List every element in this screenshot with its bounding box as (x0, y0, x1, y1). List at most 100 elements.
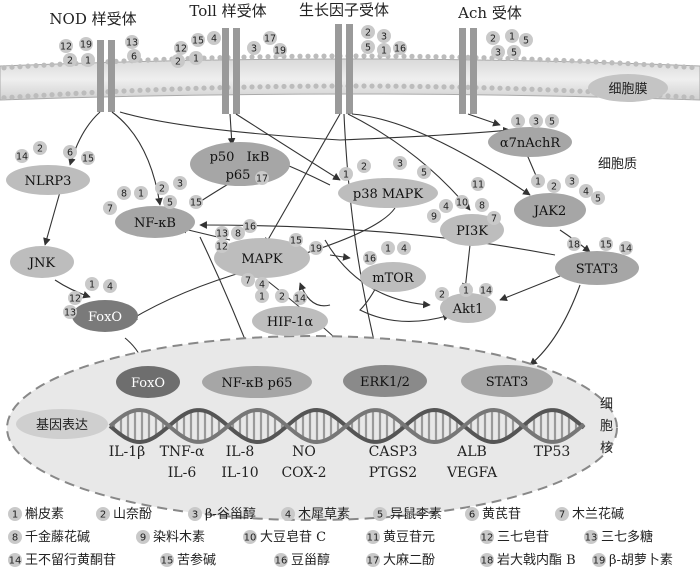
svg-text:α7nAchR: α7nAchR (500, 136, 561, 151)
svg-text:1: 1 (193, 53, 199, 64)
compound-badge: 1 (81, 53, 95, 67)
membrane-label-pill: 细胞膜 (588, 74, 668, 102)
svg-text:1: 1 (89, 279, 95, 290)
gene-3a: IL-8 (226, 444, 254, 460)
gene-6a: ALB (456, 444, 487, 460)
svg-text:17: 17 (256, 173, 268, 184)
svg-text:2: 2 (67, 55, 73, 66)
node-stat3: STAT3 (555, 251, 639, 285)
svg-text:16: 16 (275, 556, 288, 567)
toll-receptor-label: Toll 样受体 (189, 2, 266, 20)
gf-receptor: 生长因子受体 (299, 1, 389, 114)
compound-badge: 11 (471, 177, 485, 191)
compound-badge: 4 (103, 279, 117, 293)
compound-badge: 15 (289, 233, 303, 247)
compound-badge: 2 (171, 54, 185, 68)
compound-badge: 2 (33, 141, 47, 155)
svg-text:12: 12 (60, 41, 72, 52)
svg-text:4: 4 (583, 186, 589, 197)
compound-badge: 7 (241, 273, 255, 287)
svg-text:NF-κB: NF-κB (134, 216, 176, 231)
svg-text:12: 12 (69, 293, 81, 304)
svg-text:13: 13 (126, 37, 138, 48)
compound-badge: 4 (255, 277, 269, 291)
compound-badge: 2 (547, 179, 561, 193)
svg-text:8: 8 (479, 200, 485, 211)
compound-badge: 1 (134, 186, 148, 200)
svg-text:15: 15 (190, 197, 202, 208)
gene-4b: COX-2 (281, 465, 326, 481)
svg-text:JAK2: JAK2 (532, 204, 567, 219)
compound-badge: 7 (103, 201, 117, 215)
svg-text:9: 9 (140, 533, 146, 544)
nod-receptor-label: NOD 样受体 (49, 10, 136, 28)
svg-text:1: 1 (343, 169, 349, 180)
ach-receptor: Ach 受体 (457, 4, 522, 114)
svg-text:14: 14 (294, 293, 306, 304)
svg-text:9: 9 (431, 211, 437, 222)
compound-badge: 3 (565, 174, 579, 188)
compound-badge: 3 (173, 176, 187, 190)
compound-badge: 5 (417, 165, 431, 179)
pathway-arrows (43, 111, 591, 373)
nucleus-label-2: 胞 (600, 419, 613, 434)
svg-text:1: 1 (385, 243, 391, 254)
svg-text:FoxO: FoxO (88, 310, 122, 325)
compound-badge: 12 (59, 39, 73, 53)
svg-text:3: 3 (569, 176, 575, 187)
svg-text:6: 6 (67, 147, 73, 158)
svg-text:MAPK: MAPK (241, 252, 282, 267)
gene-7a: TP53 (534, 444, 571, 460)
compound-badge: 4 (439, 199, 453, 213)
svg-text:岩大戟内酯 B: 岩大戟内酯 B (497, 552, 576, 568)
svg-text:8: 8 (235, 228, 241, 239)
svg-text:PI3K: PI3K (456, 224, 488, 239)
gf-receptor-label: 生长因子受体 (299, 1, 389, 19)
compound-badge: 18 (567, 237, 581, 251)
svg-text:15: 15 (290, 235, 302, 246)
gene-5a: CASP3 (369, 444, 418, 460)
svg-text:5: 5 (167, 197, 173, 208)
toll-receptor: Toll 样受体 (189, 2, 267, 114)
svg-text:5: 5 (523, 35, 529, 46)
compound-badge: 14 (293, 291, 307, 305)
svg-text:4: 4 (259, 279, 265, 290)
compound-badge: 3 (377, 29, 391, 43)
ach-receptor-label: Ach 受体 (457, 4, 522, 22)
compound-badge: 6 (127, 49, 141, 63)
svg-text:ERK1/2: ERK1/2 (360, 375, 410, 390)
node-foxo: FoxO (72, 300, 138, 332)
svg-text:NLRP3: NLRP3 (25, 174, 72, 189)
node-stat3-nucleus: STAT3 (461, 365, 553, 397)
svg-text:10: 10 (456, 197, 468, 208)
svg-text:19: 19 (310, 243, 322, 254)
svg-text:1: 1 (535, 176, 541, 187)
svg-text:12: 12 (216, 241, 228, 252)
svg-text:2: 2 (100, 510, 106, 521)
svg-text:12: 12 (481, 533, 494, 544)
svg-text:p38 MAPK: p38 MAPK (353, 187, 423, 202)
svg-text:4: 4 (401, 243, 407, 254)
svg-text:2: 2 (490, 33, 496, 44)
gene-2a: TNF-α (160, 444, 205, 460)
compound-badge: 2 (275, 289, 289, 303)
gene-1a: IL-1β (109, 444, 146, 460)
compound-badge: 16 (393, 41, 407, 55)
compound-badge: 1 (255, 289, 269, 303)
compound-badge: 15 (189, 195, 203, 209)
compound-badge: 1 (511, 114, 525, 128)
svg-text:13: 13 (216, 228, 228, 239)
dna-helix (108, 407, 586, 445)
svg-text:1: 1 (12, 510, 18, 521)
svg-text:8: 8 (121, 188, 127, 199)
svg-text:18: 18 (481, 556, 494, 567)
compound-badge: 4 (397, 241, 411, 255)
